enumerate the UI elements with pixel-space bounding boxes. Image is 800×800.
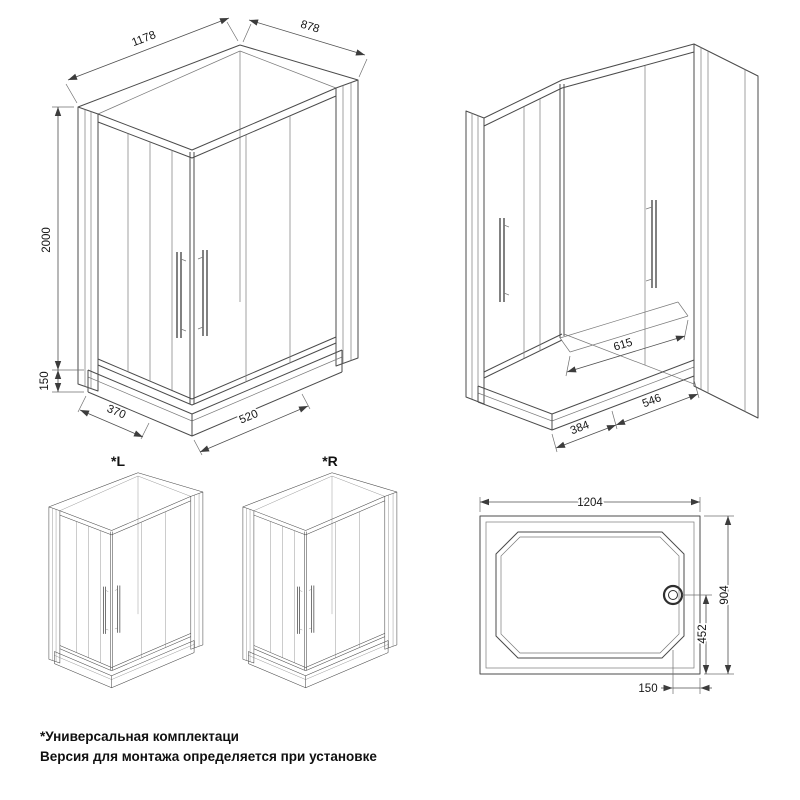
dim-drain-axis-label: 452 xyxy=(697,624,709,643)
dim-bottom-right-label: 520 xyxy=(238,408,260,427)
variant-left-drawing xyxy=(48,472,204,689)
dim-tray-depth-label: 904 xyxy=(719,585,731,605)
footnote-line-2: Версия для монтажа определяется при уста… xyxy=(40,749,377,764)
dim-bottom-inner-label: 384 xyxy=(569,419,592,437)
plan-view-dimensions: 1204 904 452 150 xyxy=(479,495,734,697)
footnote-line-1: *Универсальная комплектаци xyxy=(40,729,239,744)
main-enclosure-drawing xyxy=(77,44,359,437)
variant-right-drawing xyxy=(242,472,398,689)
dim-height-label: 2000 xyxy=(41,227,53,253)
dim-tray-height-label: 150 xyxy=(39,371,51,390)
main-isometric-view: 1178 878 2000 150 370 520 xyxy=(37,17,368,456)
dim-inner-width-label: 615 xyxy=(612,337,634,354)
variant-right-label: *R xyxy=(322,453,338,469)
tray-plan-view: 1204 904 452 150 xyxy=(479,495,734,697)
dim-bottom-left-label: 370 xyxy=(105,403,127,422)
dim-depth-label: 878 xyxy=(299,19,321,36)
dim-drain-offset-label: 150 xyxy=(638,683,657,695)
variant-left-label: *L xyxy=(111,453,125,469)
interior-isometric-view: 615 384 546 xyxy=(465,43,759,453)
dim-width-label: 1178 xyxy=(130,29,157,49)
dim-tray-length-label: 1204 xyxy=(577,497,603,509)
